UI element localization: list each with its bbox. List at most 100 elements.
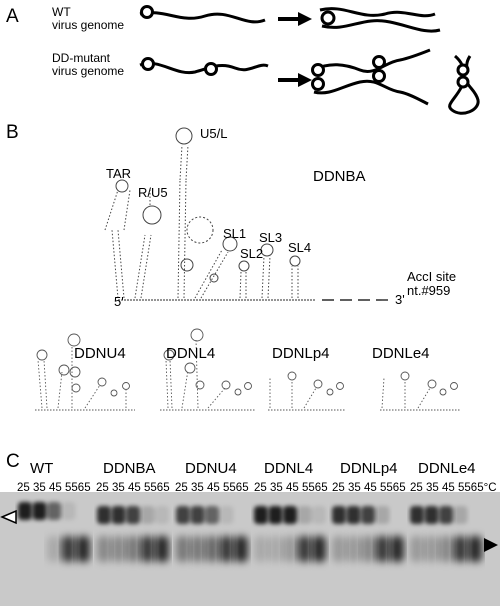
gel-band-dimer: [219, 506, 234, 524]
dd-genome-dimer: [311, 48, 431, 106]
gel-band-dimer: [32, 502, 47, 520]
wt-genome-monomer: [139, 5, 266, 24]
gel-sample-ddnba: DDNBA: [103, 460, 156, 477]
gel-band-monomer: [97, 536, 111, 562]
gel-band-monomer: [219, 536, 234, 562]
gel-band-dimer: [176, 506, 190, 524]
gel-lanes: [18, 502, 482, 562]
gel-band-dimer: [346, 506, 361, 524]
gel-band-monomer: [283, 536, 297, 562]
temp-row-ddnba: 25 35 45 5565: [96, 482, 170, 494]
ddnba-secondary-structure: [104, 127, 392, 301]
panel-label-b: B: [6, 122, 19, 143]
dd-arrow-icon: [278, 73, 312, 87]
gel-band-monomer: [410, 536, 424, 562]
gel-band-monomer: [453, 536, 468, 562]
dd-kissing-loop-complex: [448, 54, 480, 115]
gel-band-monomer: [234, 536, 248, 562]
gel-image: [0, 492, 500, 606]
gel-band-dimer: [254, 506, 268, 524]
gel-band-dimer: [47, 502, 61, 520]
ddnu4-structure: [35, 333, 135, 411]
acci-site-label: AccI site nt.#959: [407, 269, 457, 298]
gel-sample-ddnu4: DDNU4: [185, 460, 237, 477]
gel-band-dimer: [140, 506, 155, 524]
gel-band-monomer: [297, 536, 312, 562]
ddnl4-structure: [160, 328, 255, 411]
gel-band-dimer: [155, 506, 169, 524]
gel-band-dimer: [61, 502, 76, 520]
dd-mutant-genome-label: DD-mutant virus genome: [52, 51, 125, 78]
gel-band-dimer: [97, 506, 111, 524]
gel-band-monomer: [111, 536, 126, 562]
temp-row-ddnle4: 25 35 45 5565°C: [410, 482, 497, 494]
stem-label-sl3: SL3: [259, 230, 283, 245]
gel-band-dimer: [312, 506, 326, 524]
stem-label-sl1: SL1: [223, 226, 247, 241]
gel-band-dimer: [410, 506, 424, 524]
gel-band-dimer: [18, 502, 32, 520]
temp-row-ddnlp4: 25 35 45 5565: [332, 482, 406, 494]
wt-genome-dimer: [319, 7, 441, 33]
gel-band-dimer: [361, 506, 375, 524]
figure-drawing: [35, 5, 480, 411]
gel-band-dimer: [283, 506, 297, 524]
gel-band-monomer: [361, 536, 375, 562]
gel-sample-wt: WT: [30, 460, 54, 477]
stem-label-sl2: SL2: [240, 246, 264, 261]
dimer-marker-left-icon: [0, 509, 17, 525]
ddnle4-structure: [380, 371, 460, 411]
gel-band-monomer: [176, 536, 190, 562]
gel-band-dimer: [126, 506, 140, 524]
gel-sample-ddnlp4: DDNLp4: [340, 460, 398, 477]
temp-row-ddnu4: 25 35 45 5565: [175, 482, 249, 494]
ddnba-title: DDNBA: [313, 168, 366, 185]
five-prime-end: 5': [114, 294, 124, 309]
mutant-label-ddnle4: DDNLe4: [372, 345, 430, 362]
gel-band-monomer: [61, 536, 76, 562]
gel-band-dimer: [111, 506, 126, 524]
panel-label-c: C: [6, 451, 20, 472]
mutant-label-ddnlp4: DDNLp4: [272, 345, 330, 362]
gel-band-monomer: [155, 536, 169, 562]
panel-label-a: A: [6, 6, 19, 27]
stem-label-tar: TAR: [106, 166, 132, 181]
gel-sample-ddnl4: DDNL4: [264, 460, 314, 477]
gel-sample-ddnle4: DDNLe4: [418, 460, 476, 477]
monomer-marker-right-icon: [484, 538, 498, 552]
gel-band-dimer: [297, 506, 312, 524]
gel-band-monomer: [375, 536, 390, 562]
temp-row-wt: 25 35 45 5565: [17, 482, 91, 494]
gel-band-monomer: [140, 536, 155, 562]
stem-label-ru5: R/U5: [138, 185, 168, 200]
ddnlp4-structure: [268, 371, 345, 411]
gel-band-monomer: [439, 536, 453, 562]
wt-arrow-icon: [278, 12, 312, 26]
stem-label-u5l: U5/L: [200, 126, 228, 141]
gel-band-monomer: [332, 536, 346, 562]
gel-band-dimer: [190, 506, 205, 524]
gel-band-monomer: [390, 536, 404, 562]
gel-band-dimer: [453, 506, 468, 524]
gel-band-dimer: [424, 506, 439, 524]
gel-band-monomer: [346, 536, 361, 562]
gel-band-monomer: [312, 536, 326, 562]
wt-genome-label: WT virus genome: [52, 5, 125, 32]
gel-band-monomer: [468, 536, 482, 562]
gel-band-monomer: [205, 536, 219, 562]
stem-label-sl4: SL4: [288, 240, 312, 255]
gel-band-dimer: [205, 506, 219, 524]
gel-band-monomer: [47, 536, 61, 562]
gel-band-monomer: [268, 536, 283, 562]
gel-band-monomer: [424, 536, 439, 562]
gel-band-monomer: [76, 536, 90, 562]
gel-band-monomer: [254, 536, 268, 562]
gel-band-monomer: [126, 536, 140, 562]
dd-genome-monomer: [139, 57, 269, 76]
gel-band-monomer: [190, 536, 205, 562]
mutant-label-ddnl4: DDNL4: [166, 345, 216, 362]
gel-band-dimer: [375, 506, 390, 524]
gel-band-dimer: [268, 506, 283, 524]
gel-band-dimer: [439, 506, 453, 524]
temp-row-ddnl4: 25 35 45 5565: [254, 482, 328, 494]
